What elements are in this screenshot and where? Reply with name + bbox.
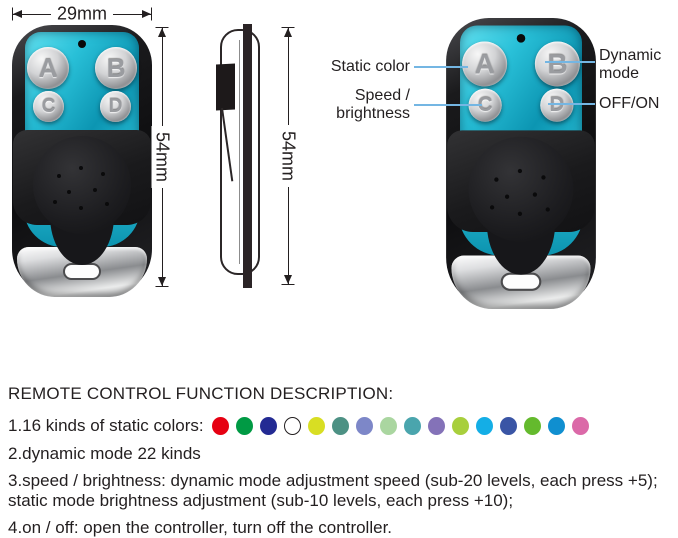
arrow-down-icon [158, 277, 166, 286]
annotation-off-on: OFF/ON [599, 95, 660, 112]
color-swatch [379, 417, 397, 435]
button-c: C [33, 91, 64, 122]
side-slider-clip [216, 63, 235, 111]
front-height-dimension-label: 54mm [151, 125, 173, 189]
color-swatch [259, 417, 277, 435]
button-a: A [462, 41, 508, 87]
color-swatch [403, 417, 421, 435]
color-swatch [499, 417, 517, 435]
arrow-left-icon [13, 10, 22, 18]
annotation-static-color: Static color [330, 58, 410, 75]
front-height-dimension: 54mm [151, 27, 173, 287]
keyring-hole [63, 263, 101, 280]
button-b: B [95, 47, 137, 89]
annotation-dynamic-mode: Dynamic mode [599, 47, 662, 82]
arrow-right-icon [142, 10, 151, 18]
callout-line-static-color [414, 66, 468, 68]
callout-line-dynamic-mode [545, 61, 595, 63]
color-swatch [547, 417, 565, 435]
annotation-speed-brightness: Speed / brightness [336, 87, 410, 122]
description-item-3: 3.speed / brightness: dynamic mode adjus… [8, 471, 658, 510]
color-swatch [355, 417, 373, 435]
width-dimension: 29mm [12, 3, 152, 25]
color-swatch [571, 417, 589, 435]
button-a: A [27, 47, 69, 89]
color-swatch [331, 417, 349, 435]
side-profile-bar [243, 24, 252, 288]
grip-dots [79, 166, 83, 170]
led-indicator [516, 34, 526, 43]
remote-front-view: A B C D [12, 25, 152, 297]
color-swatch [283, 417, 301, 435]
callout-line-off-on [548, 103, 595, 105]
button-d: D [540, 88, 574, 122]
description-item-4: 4.on / off: open the controller, turn of… [8, 518, 393, 537]
color-swatch [307, 417, 325, 435]
side-height-dimension: 54mm [277, 27, 299, 285]
color-swatch [451, 417, 469, 435]
static-color-swatches [211, 417, 596, 435]
side-height-dimension-label: 54mm [277, 124, 299, 188]
remote-annotated-view: A B C D [446, 18, 596, 310]
color-swatch [427, 417, 445, 435]
arrow-up-icon [284, 28, 292, 37]
keyring-hole [500, 272, 542, 291]
slider-thumb-pad [468, 136, 574, 242]
grip-dots [517, 168, 523, 174]
arrow-up-icon [158, 28, 166, 37]
button-d: D [100, 91, 131, 122]
arrow-down-icon [284, 275, 292, 284]
callout-line-speed-brightness [414, 104, 482, 106]
description-item-1: 1.16 kinds of static colors: [8, 416, 672, 436]
slider-thumb-pad [33, 136, 131, 234]
color-swatch [523, 417, 541, 435]
width-dimension-label: 29mm [50, 3, 114, 25]
description-title: REMOTE CONTROL FUNCTION DESCRIPTION: [8, 384, 394, 403]
function-description: REMOTE CONTROL FUNCTION DESCRIPTION: 1.1… [8, 384, 672, 538]
static-colors-label: 1.16 kinds of static colors: [8, 416, 204, 435]
color-swatch [235, 417, 253, 435]
color-swatch [211, 417, 229, 435]
led-indicator [78, 40, 86, 48]
description-item-2: 2.dynamic mode 22 kinds [8, 444, 201, 463]
color-swatch [475, 417, 493, 435]
button-b: B [534, 41, 580, 87]
side-inner-line [239, 40, 240, 264]
remote-side-view [213, 24, 271, 288]
